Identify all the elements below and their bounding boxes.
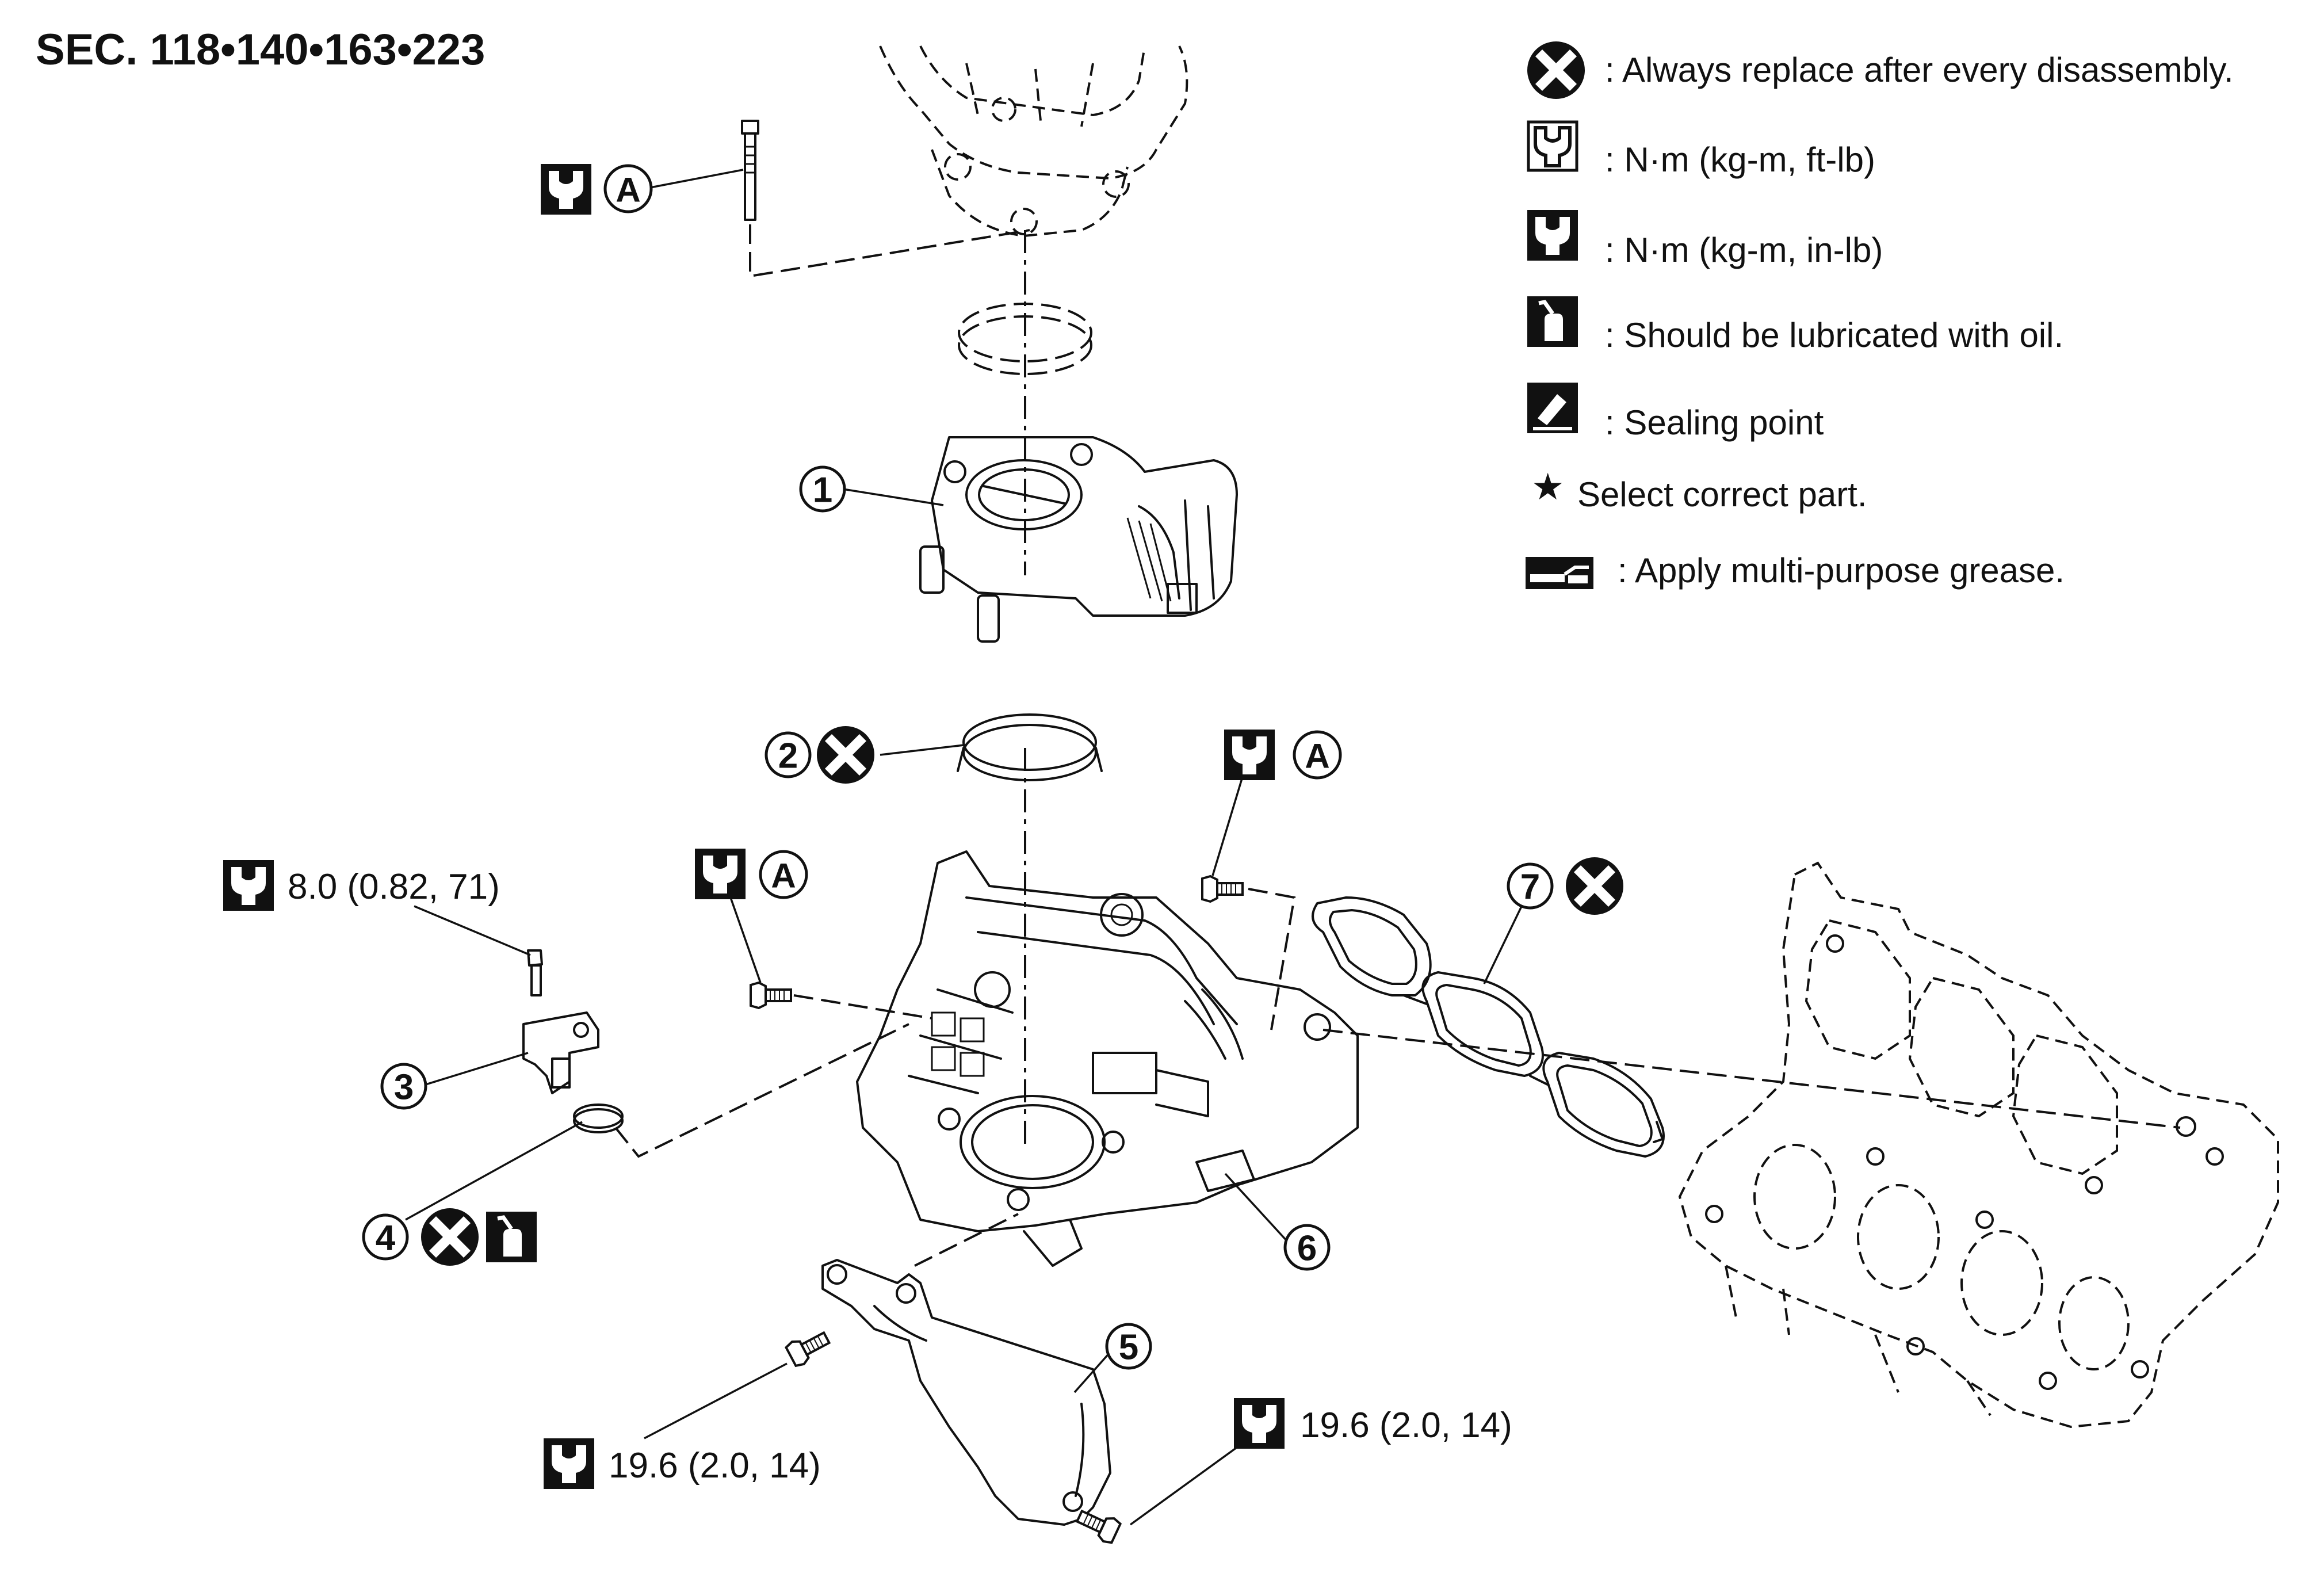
upper-torque-ref-a: A <box>603 164 653 213</box>
svg-text:3: 3 <box>394 1068 414 1108</box>
electric-throttle-body <box>919 436 1238 643</box>
sensor-o-ring <box>573 1103 624 1133</box>
cylinder-head-phantom <box>1678 861 2279 1429</box>
bracket-bolt-right-leader <box>1129 1440 1247 1526</box>
legend-text-torque-in-lb: : N·m (kg-m, in-lb) <box>1605 231 1883 269</box>
legend-text-oil: : Should be lubricated with oil. <box>1605 316 2063 354</box>
callout-7-replace-icon <box>1566 857 1623 915</box>
manifold-bolt-right-leader <box>1211 776 1244 876</box>
callout-3-leader <box>425 1052 529 1086</box>
manifold-bolt-left <box>750 982 792 1009</box>
svg-text:1: 1 <box>813 471 832 510</box>
sensor-bolt-leader <box>414 905 531 956</box>
legend: : Always replace after every disassembly… <box>1526 41 2234 590</box>
upper-bolt-leader <box>644 169 744 190</box>
oil-can-icon <box>1527 296 1578 347</box>
svg-text:2: 2 <box>778 736 798 776</box>
svg-text:7: 7 <box>1520 868 1540 907</box>
manifold-gasket <box>1312 896 1665 1158</box>
upper-throttle-bolt <box>741 120 759 221</box>
throttle-body-gasket <box>957 713 1103 781</box>
sensor-torque-value: 8.0 (0.82, 71) <box>288 867 500 907</box>
manifold-bolt-left-leader <box>729 897 762 983</box>
manifold-right-torque-ref-a: A <box>1293 730 1342 780</box>
torque-ft-lb-icon <box>1528 122 1577 170</box>
o-ring-guide <box>614 1023 909 1158</box>
callout-4-replace-icon <box>421 1208 479 1266</box>
callout-7: 7 <box>1507 862 1554 910</box>
legend-text-sealing: : Sealing point <box>1605 403 1824 442</box>
always-replace-icon <box>1527 41 1585 99</box>
callout-2-replace-icon <box>817 726 874 784</box>
bracket-left-torque-icon <box>544 1438 594 1489</box>
manifold-support-bracket <box>821 1259 1111 1526</box>
bracket-bolt-left-leader <box>644 1362 788 1439</box>
bracket-bolt-right <box>1073 1503 1123 1546</box>
callout-4: 4 <box>362 1213 409 1261</box>
callout-1-leader <box>842 488 944 506</box>
bracket-left-torque-value: 19.6 (2.0, 14) <box>609 1446 821 1486</box>
callout-6: 6 <box>1283 1224 1331 1271</box>
svg-text:A: A <box>1305 737 1329 776</box>
manifold-bolt-right <box>1201 875 1244 903</box>
callout-4-oil-icon <box>486 1212 537 1262</box>
manifold-bolt-left-guide <box>793 994 932 1019</box>
bracket-right-torque-value: 19.6 (2.0, 14) <box>1300 1406 1512 1445</box>
callout-3: 3 <box>380 1063 427 1110</box>
svg-text:5: 5 <box>1119 1328 1138 1368</box>
torque-in-lb-icon <box>1527 210 1578 261</box>
callout-1: 1 <box>799 465 846 513</box>
manifold-left-torque-icon <box>695 849 746 899</box>
legend-text-replace: : Always replace after every disassembly… <box>1605 51 2234 89</box>
svg-text:6: 6 <box>1297 1229 1317 1269</box>
callout-6-leader <box>1224 1173 1290 1244</box>
star-icon: ★ <box>1531 466 1564 507</box>
svg-text:4: 4 <box>376 1219 396 1258</box>
sensor-bolt <box>527 949 543 996</box>
manifold-left-torque-ref-a: A <box>759 850 808 899</box>
svg-text:A: A <box>771 857 796 895</box>
manifold-bolt-right-guide <box>1248 888 1296 1030</box>
grease-icon <box>1526 557 1593 589</box>
callout-2-leader <box>880 744 965 756</box>
intake-manifold-collector <box>856 850 1359 1267</box>
callout-7-leader <box>1483 900 1526 984</box>
legend-text-select-part: Select correct part. <box>1577 475 1867 514</box>
bracket-right-torque-icon <box>1234 1398 1285 1449</box>
legend-text-torque-ft-lb: : N·m (kg-m, ft-lb) <box>1605 140 1875 179</box>
upper-torque-icon <box>541 164 591 215</box>
svg-text:A: A <box>616 171 640 209</box>
gasket-guide <box>1322 1029 2181 1129</box>
bracket-bolt-left <box>785 1327 832 1368</box>
manifold-right-torque-icon <box>1224 730 1275 780</box>
upper-bolt-guide <box>749 224 1030 278</box>
callout-5: 5 <box>1105 1323 1152 1370</box>
intake-duct-phantom <box>879 45 1188 238</box>
section-title: SEC. 118•140•163•223 <box>36 25 485 74</box>
sensor <box>522 1011 599 1094</box>
callout-4-leader <box>405 1121 583 1221</box>
legend-text-grease: : Apply multi-purpose grease. <box>1618 551 2065 590</box>
callout-5-leader <box>1073 1351 1111 1393</box>
sealing-point-icon <box>1527 383 1578 433</box>
bracket-guide <box>914 1213 1019 1267</box>
callout-2: 2 <box>765 731 812 778</box>
sensor-torque-icon <box>223 860 274 911</box>
